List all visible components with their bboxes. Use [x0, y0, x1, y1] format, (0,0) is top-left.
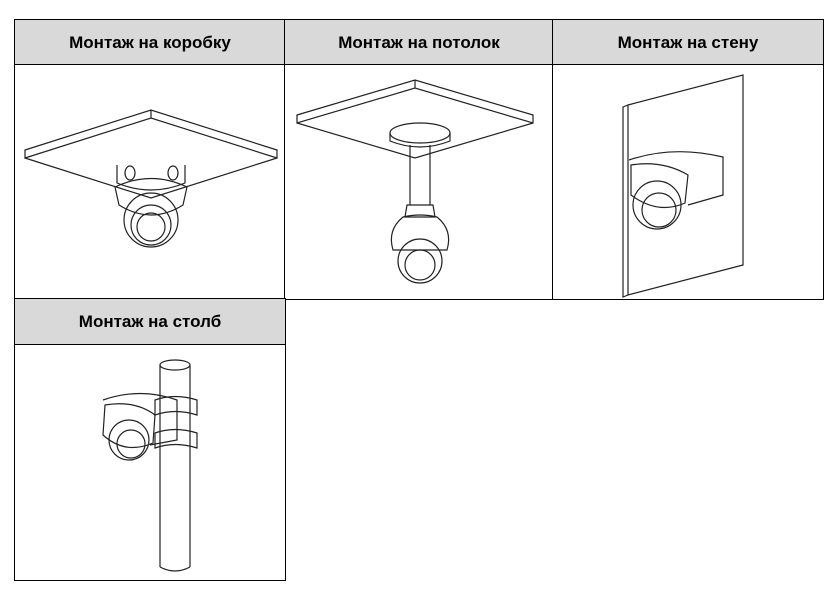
header-label: Монтаж на потолок	[338, 32, 500, 52]
pole-mount-drawing	[102, 359, 198, 572]
header-label: Монтаж на коробку	[69, 32, 231, 52]
wall-mount-drawing	[622, 74, 744, 298]
box-mount-illustration	[14, 64, 286, 300]
ceiling-mount-illustration	[284, 64, 554, 300]
header-ceiling-mount: Монтаж на потолок	[284, 19, 554, 66]
header-label: Монтаж на столб	[78, 312, 222, 331]
header-pole-mount: Монтаж на столб	[14, 298, 286, 346]
box-mount-drawing	[24, 109, 278, 248]
header-box-mount: Монтаж на коробку	[14, 19, 286, 66]
wall-mount-illustration	[552, 64, 824, 300]
pole-mount-illustration	[14, 344, 286, 581]
ceiling-mount-drawing	[296, 79, 534, 284]
header-label: Монтаж на стену	[617, 32, 759, 52]
header-wall-mount: Монтаж на стену	[552, 19, 824, 66]
